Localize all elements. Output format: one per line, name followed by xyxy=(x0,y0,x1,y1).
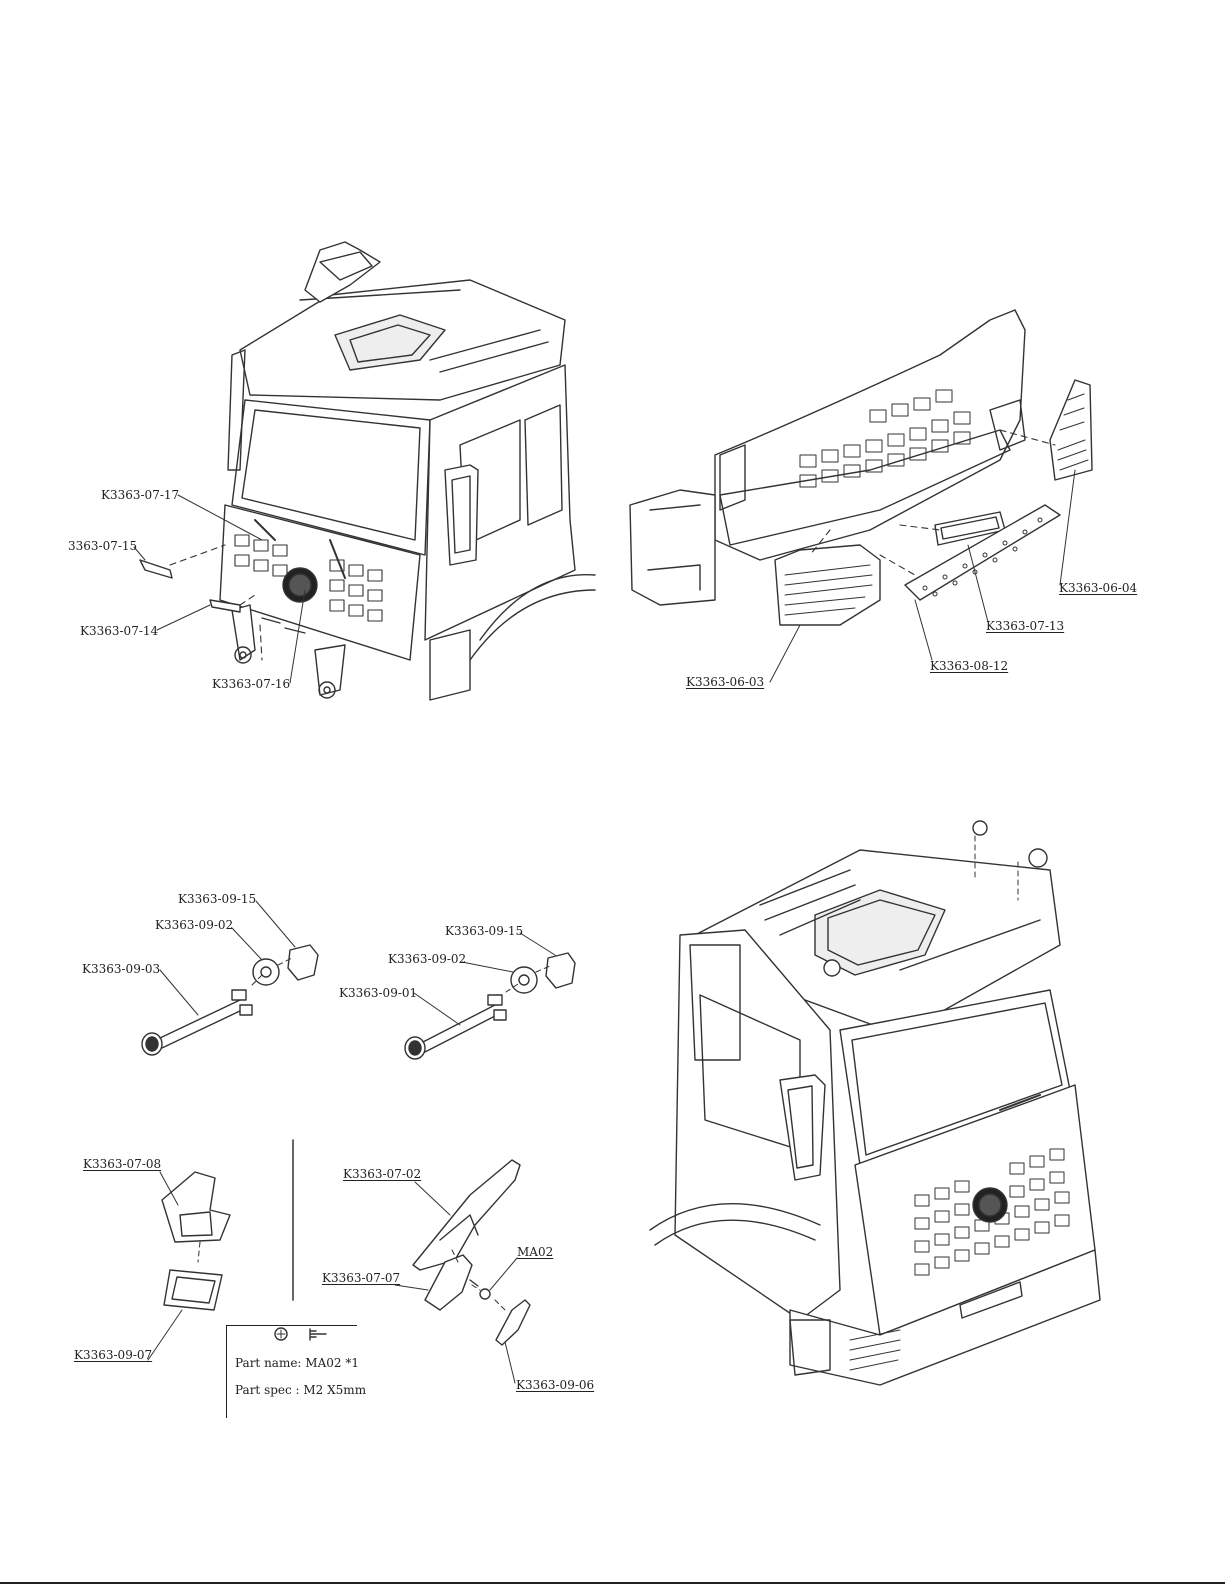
part-label-k3363-06-03: K3363-06-03 xyxy=(686,676,764,688)
part-label-k3363-07-02: K3363-07-02 xyxy=(343,1168,421,1180)
part-label-k3363-07-07: K3363-07-07 xyxy=(322,1272,400,1284)
part-label-k3363-09-15-right: K3363-09-15 xyxy=(445,925,523,937)
part-label-k3363-07-17: K3363-07-17 xyxy=(101,489,179,501)
part-label-k3363-09-02-left: K3363-09-02 xyxy=(155,919,233,931)
part-label-k3363-09-15-left: K3363-09-15 xyxy=(178,893,256,905)
part-label-k3363-06-04: K3363-06-04 xyxy=(1059,582,1137,594)
part-label-k3363-09-07: K3363-09-07 xyxy=(74,1349,152,1361)
lamp-assembly-left xyxy=(142,945,318,1055)
part-spec-text: Part spec : M2 X5mm xyxy=(235,1383,366,1397)
cab-front-drawing xyxy=(140,242,595,700)
part-label-k3363-07-14: K3363-07-14 xyxy=(80,625,158,637)
part-label-k3363-09-03: K3363-09-03 xyxy=(82,963,160,975)
part-label-k3363-07-08: K3363-07-08 xyxy=(83,1158,161,1170)
lamp-assembly-right xyxy=(405,953,575,1059)
part-label-ma02: MA02 xyxy=(517,1246,553,1258)
bumper-drawing xyxy=(630,310,1092,625)
part-label-k3363-07-13: K3363-07-13 xyxy=(986,620,1064,632)
bottom-rule xyxy=(0,1582,1225,1584)
complete-cab-drawing xyxy=(650,821,1100,1385)
part-label-k3363-09-01: K3363-09-01 xyxy=(339,987,417,999)
part-label-k3363-09-06: K3363-09-06 xyxy=(516,1379,594,1391)
part-spec-box: Part name: MA02 *1 Part spec : M2 X5mm xyxy=(226,1325,357,1418)
part-label-k3363-08-12: K3363-08-12 xyxy=(930,660,1008,672)
part-label-k3363-07-15: 3363-07-15 xyxy=(68,540,137,552)
part-name-text: Part name: MA02 *1 xyxy=(235,1356,359,1370)
part-label-k3363-09-02-right: K3363-09-02 xyxy=(388,953,466,965)
part-label-k3363-07-16: K3363-07-16 xyxy=(212,678,290,690)
